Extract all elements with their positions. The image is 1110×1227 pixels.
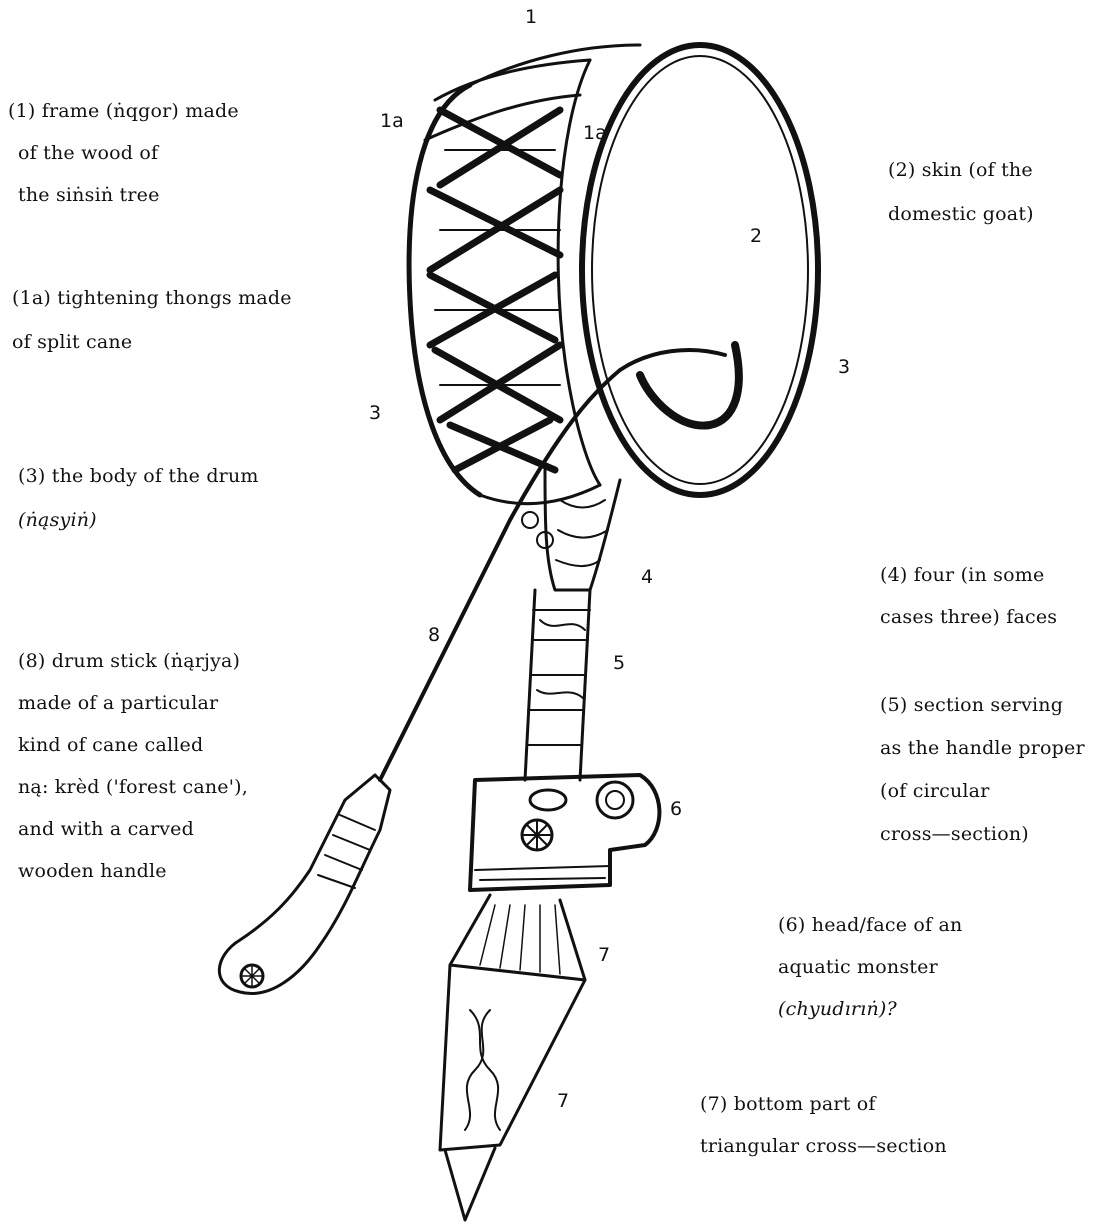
label-skin-line: domestic goat): [888, 205, 1034, 224]
label-head: (6) head/face of an aquatic monster (chy…: [778, 916, 963, 1019]
label-head-line: aquatic monster: [778, 958, 963, 977]
label-frame: (1) frame (ṅqgor) made of the wood of th…: [8, 102, 239, 205]
label-faces-line: (4) four (in some: [880, 566, 1057, 585]
drum-bottom: [440, 895, 585, 1220]
label-faces-line: cases three) faces: [880, 608, 1057, 627]
callout-5: 5: [613, 652, 625, 674]
drum-neck: [522, 470, 620, 590]
label-skin: (2) skin (of the domestic goat): [888, 161, 1034, 224]
callout-7-top: 7: [598, 944, 610, 966]
skin-hook: [640, 345, 739, 426]
callout-2: 2: [750, 225, 762, 247]
label-body-line: (ṅąsyiṅ): [18, 511, 259, 530]
callout-1: 1: [525, 6, 537, 28]
label-faces: (4) four (in some cases three) faces: [880, 566, 1057, 627]
label-handle-line: (5) section serving: [880, 696, 1085, 715]
label-frame-line: (1) frame (ṅqgor) made: [8, 102, 239, 121]
callout-7-bottom: 7: [557, 1090, 569, 1112]
label-handle-line: (of circular: [880, 782, 1085, 801]
label-body: (3) the body of the drum (ṅąsyiṅ): [18, 467, 259, 530]
label-handle-line: as the handle proper: [880, 739, 1085, 758]
label-thongs-line: (1a) tightening thongs made: [12, 289, 292, 308]
drum-skin: [558, 45, 818, 495]
label-bottom-line: triangular cross—section: [700, 1137, 947, 1156]
callout-4: 4: [641, 566, 653, 588]
label-handle: (5) section serving as the handle proper…: [880, 696, 1085, 844]
label-bottom-line: (7) bottom part of: [700, 1095, 947, 1114]
label-bottom: (7) bottom part of triangular cross—sect…: [700, 1095, 947, 1156]
label-frame-line: of the wood of: [8, 144, 239, 163]
label-stick-line: ną: krèd ('forest cane'),: [18, 778, 248, 797]
label-stick-line: made of a particular: [18, 694, 248, 713]
callout-3-right: 3: [838, 356, 850, 378]
label-skin-line: (2) skin (of the: [888, 161, 1034, 180]
drum-stick: [219, 350, 725, 994]
label-stick-line: wooden handle: [18, 862, 248, 881]
callout-1a-right: 1a: [583, 122, 607, 144]
label-thongs-line: of split cane: [12, 333, 292, 352]
tightening-thongs: [430, 110, 560, 470]
label-stick-line: and with a carved: [18, 820, 248, 839]
label-thongs: (1a) tightening thongs made of split can…: [12, 289, 292, 352]
callout-1a-left: 1a: [380, 110, 404, 132]
label-frame-line: the siṅsiṅ tree: [8, 186, 239, 205]
callout-6: 6: [670, 798, 682, 820]
label-body-line: (3) the body of the drum: [18, 467, 259, 486]
label-stick: (8) drum stick (ṅąrjya) made of a partic…: [18, 652, 248, 881]
label-head-line: (6) head/face of an: [778, 916, 963, 935]
drum-handle: [525, 590, 590, 780]
label-handle-line: cross—section): [880, 825, 1085, 844]
callout-3-left: 3: [369, 402, 381, 424]
label-stick-line: (8) drum stick (ṅąrjya): [18, 652, 248, 671]
callout-8: 8: [428, 624, 440, 646]
label-stick-line: kind of cane called: [18, 736, 248, 755]
monster-head: [470, 775, 659, 890]
label-head-line: (chyudırıṅ)?: [778, 1000, 963, 1019]
